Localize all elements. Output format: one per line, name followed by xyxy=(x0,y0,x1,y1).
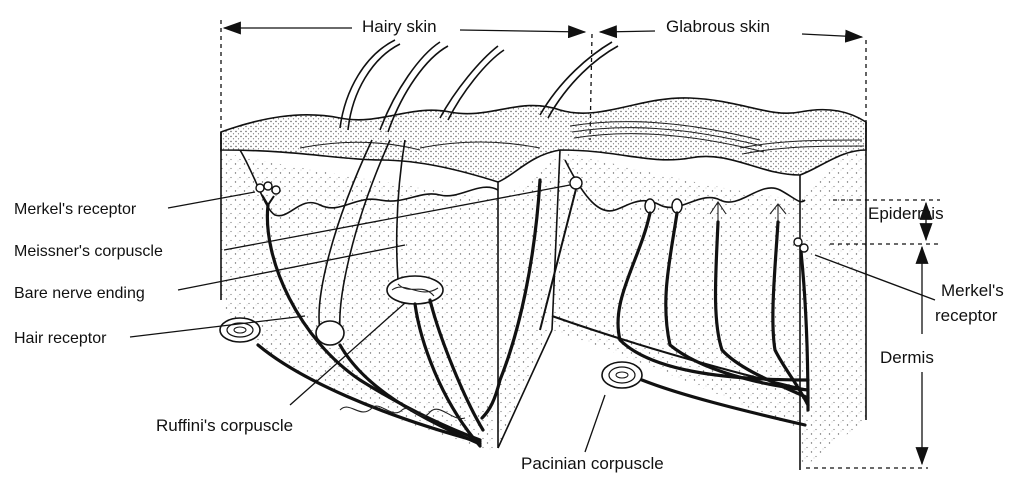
middle-cut-face xyxy=(498,150,555,448)
label-ruffinis-corpuscle: Ruffini's corpuscle xyxy=(156,416,293,435)
hair-follicle-bulb xyxy=(316,321,344,345)
right-dermis-face xyxy=(552,150,800,430)
label-merkels-receptor-left: Merkel's receptor xyxy=(14,201,137,218)
label-meissners-corpuscle: Meissner's corpuscle xyxy=(14,243,163,260)
meissners-corpuscle-left xyxy=(570,177,582,189)
label-merkels-receptor-right-line1: Merkel's xyxy=(941,281,1004,300)
label-hair-receptor: Hair receptor xyxy=(14,330,107,347)
label-merkels-receptor-right-line2: receptor xyxy=(935,306,998,325)
label-epidermis: Epidermis xyxy=(868,204,944,223)
pacinian-corpuscle xyxy=(602,362,642,388)
hairy-skin-label: Hairy skin xyxy=(362,17,437,36)
label-dermis: Dermis xyxy=(880,348,934,367)
glabrous-skin-label: Glabrous skin xyxy=(666,17,770,36)
skin-block xyxy=(221,98,866,470)
label-pacinian-corpuscle: Pacinian corpuscle xyxy=(521,454,664,473)
ruffinis-corpuscle xyxy=(387,276,443,304)
right-end-face xyxy=(800,132,866,470)
label-bare-nerve-ending: Bare nerve ending xyxy=(14,285,145,302)
